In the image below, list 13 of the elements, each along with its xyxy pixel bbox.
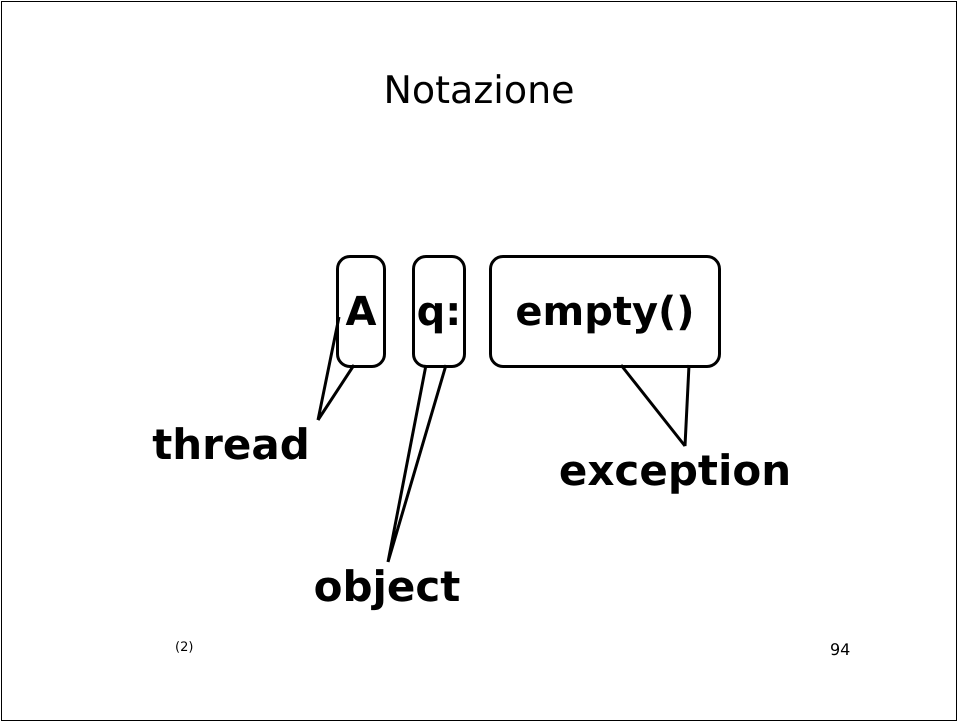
callout-label: exception (540, 446, 810, 496)
speech-bubble (412, 255, 466, 368)
bubble-text: q: (416, 288, 462, 334)
footer-note: (2) (175, 640, 194, 655)
bubble-text: A (346, 288, 376, 334)
page-number: 94 (830, 640, 850, 659)
callout-label: object (296, 562, 478, 612)
bubble-tail (316, 316, 356, 422)
callout-label: thread (135, 420, 327, 470)
slide-title: Notazione (382, 68, 576, 112)
bubble-text: empty() (515, 288, 695, 334)
speech-bubble (336, 255, 386, 368)
speech-bubble (489, 255, 721, 368)
